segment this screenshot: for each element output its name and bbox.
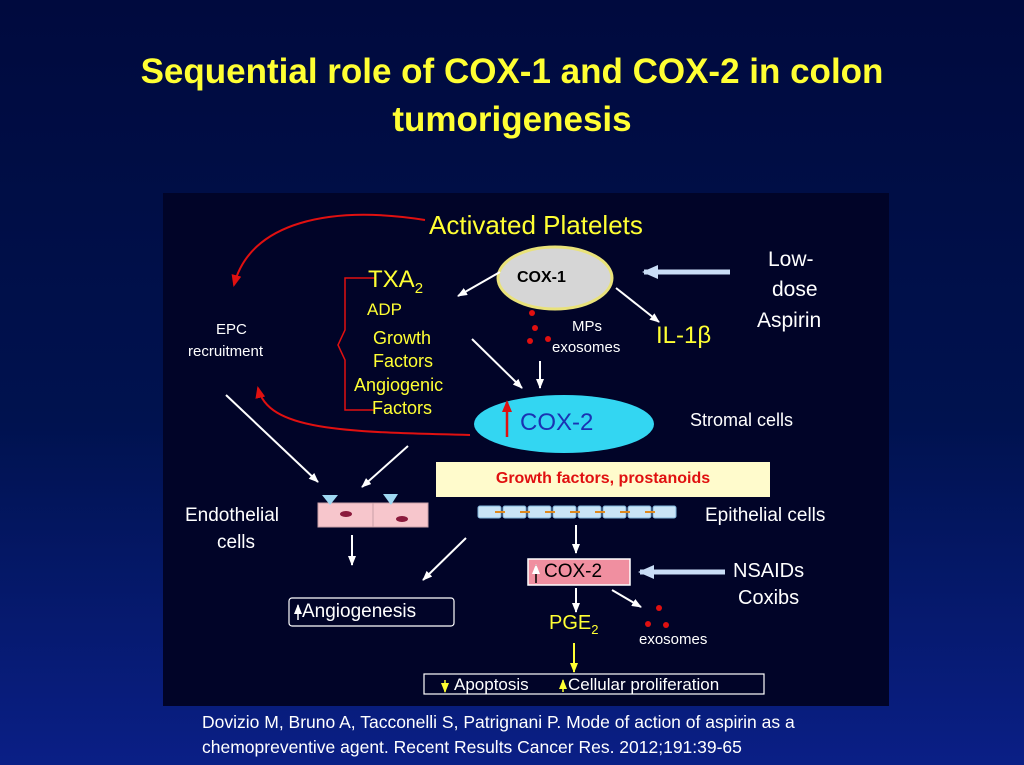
factors-label-2: Factors xyxy=(372,398,433,418)
growth-prostanoids-box xyxy=(436,462,770,497)
exosomes-top-label: exosomes xyxy=(552,339,621,356)
factors-label-1: Factors xyxy=(373,351,434,371)
cox1-to-il1-arrow xyxy=(615,287,660,323)
recruitment-label: recruitment xyxy=(188,343,264,360)
slide-title-line2: tumorigenesis xyxy=(392,100,632,139)
factor-brace xyxy=(337,277,375,411)
cox2-stromal-label: COX-2 xyxy=(520,409,594,436)
endothelial-cells-label: cells xyxy=(217,532,256,553)
cox1-to-txa-arrow xyxy=(457,271,501,297)
epithelial-cells-row xyxy=(477,505,677,519)
exosomes-bottom-label: exosomes xyxy=(639,631,708,648)
outcome-box xyxy=(423,673,765,695)
nsaids-label: NSAIDs xyxy=(733,560,805,582)
activated-platelets-label: Activated Platelets xyxy=(429,210,643,240)
citation: Dovizio M, Bruno A, Tacconelli S, Patrig… xyxy=(202,710,795,760)
low-dose-label: Low- xyxy=(768,248,814,271)
cox1-ellipse xyxy=(496,245,614,311)
angiogenesis-box xyxy=(288,597,455,627)
growth-prostanoids-label: Growth factors, prostanoids xyxy=(495,470,711,487)
citation-line2: chemopreventive agent. Recent Results Ca… xyxy=(202,737,742,757)
epc-feedback-arrow-top xyxy=(231,213,426,287)
adp-label: ADP xyxy=(367,300,402,319)
slide-title-line1: Sequential role of COX-1 and COX-2 in co… xyxy=(140,52,884,91)
stromal-to-endothelial-arrow xyxy=(361,445,409,488)
epithelial-cells-label: Epithelial cells xyxy=(705,505,826,526)
endothelial-cell-right xyxy=(372,502,429,528)
angiogenesis-label: Angiogenesis xyxy=(302,601,417,622)
dose-label: dose xyxy=(772,278,818,301)
factors-to-cox2-arrow xyxy=(471,338,523,389)
epc-label: EPC xyxy=(216,321,247,338)
epc-to-endothelial-arrow xyxy=(225,394,319,483)
cox1-label: COX-1 xyxy=(517,269,566,286)
txa2-label: TXA2 xyxy=(368,266,424,297)
citation-line1: Dovizio M, Bruno A, Tacconelli S, Patrig… xyxy=(202,712,795,732)
growth-label: Growth xyxy=(373,328,432,348)
cox2-stromal-ellipse xyxy=(474,395,654,453)
endothelial-label: Endothelial xyxy=(185,505,280,526)
cox2-epithelial-label: COX-2 xyxy=(544,561,603,582)
cox2-epithelial-box xyxy=(527,558,631,586)
cox2-to-exosomes-arrow xyxy=(611,589,642,608)
epc-feedback-arrow-bottom xyxy=(255,386,471,436)
factors-to-angiogenesis-arrow xyxy=(422,537,467,581)
aspirin-label: Aspirin xyxy=(757,309,822,332)
slide-title: Sequential role of COX-1 and COX-2 in co… xyxy=(0,48,1024,144)
apoptosis-label: Apoptosis xyxy=(454,675,529,694)
mps-label: MPs xyxy=(572,318,602,335)
proliferation-label: Cellular proliferation xyxy=(568,675,720,694)
stromal-cells-label: Stromal cells xyxy=(690,410,794,430)
angiogenic-label: Angiogenic xyxy=(354,375,444,395)
il1b-label: IL-1β xyxy=(656,322,712,349)
pge2-label: PGE2 xyxy=(549,612,599,637)
coxibs-label: Coxibs xyxy=(738,587,800,609)
